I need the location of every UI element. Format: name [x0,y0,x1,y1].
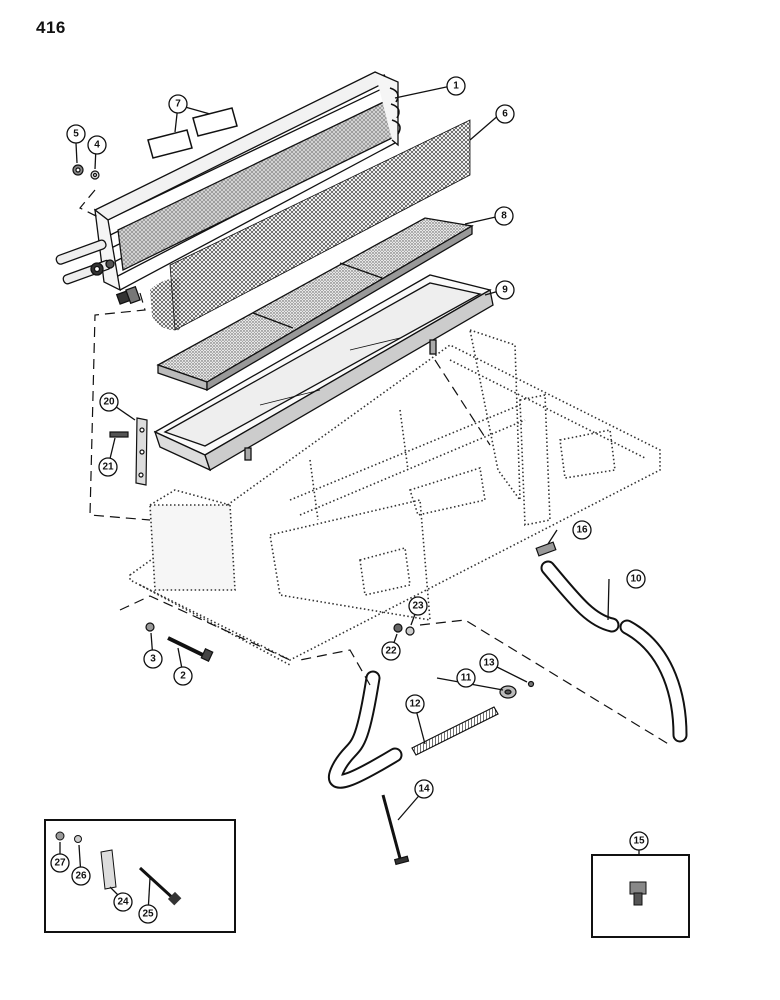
svg-text:22: 22 [385,646,397,657]
callout-5: 5 [66,124,86,144]
callout-9: 9 [495,280,515,300]
callout-10: 10 [626,569,646,589]
svg-text:20: 20 [103,397,115,408]
svg-text:15: 15 [633,836,645,847]
svg-text:10: 10 [630,574,642,585]
callout-11: 11 [456,668,476,688]
callout-8: 8 [494,206,514,226]
filter-panel [156,217,474,392]
callout-15: 15 [629,831,649,851]
callout-26: 26 [71,866,91,886]
svg-text:1: 1 [453,81,459,92]
inset-box-fitting [591,854,690,938]
svg-text:2: 2 [180,671,186,682]
page-number: 416 [36,18,66,37]
heater-hoses [328,560,688,789]
svg-text:6: 6 [502,109,508,120]
svg-text:26: 26 [75,871,87,882]
callout-3: 3 [143,649,163,669]
svg-text:7: 7 [175,99,181,110]
mounting-frame [129,328,661,666]
drain-pan [153,274,494,472]
callout-bubbles: 1 6 7 5 4 8 9 20 21 3 2 22 23 16 10 11 1… [50,76,649,924]
svg-text:3: 3 [150,654,156,665]
assembly-lines [79,189,671,746]
svg-text:13: 13 [483,658,495,669]
callout-23: 23 [408,596,428,616]
callout-7: 7 [168,94,188,114]
callout-14: 14 [414,779,434,799]
svg-text:8: 8 [501,211,507,222]
svg-text:5: 5 [73,129,79,140]
small-parts [72,107,557,866]
svg-text:9: 9 [502,285,508,296]
svg-text:4: 4 [94,140,100,151]
callout-20: 20 [99,392,119,412]
svg-text:16: 16 [576,525,588,536]
callout-2: 2 [173,666,193,686]
svg-text:25: 25 [142,909,154,920]
svg-text:27: 27 [54,858,66,869]
svg-text:14: 14 [418,784,430,795]
heater-hoses-inner [330,562,686,787]
callout-13: 13 [479,653,499,673]
callout-4: 4 [87,135,107,155]
callout-6: 6 [495,104,515,124]
svg-text:21: 21 [102,462,114,473]
heater-core [55,71,401,305]
callout-27: 27 [50,853,70,873]
svg-text:24: 24 [117,897,129,908]
mesh-screen [150,119,471,331]
callout-12: 12 [405,694,425,714]
callout-22: 22 [381,641,401,661]
svg-text:11: 11 [461,673,472,684]
callout-16: 16 [572,520,592,540]
callout-24: 24 [113,892,133,912]
callout-21: 21 [98,457,118,477]
callout-1: 1 [446,76,466,96]
svg-text:23: 23 [412,601,424,612]
callout-25: 25 [138,904,158,924]
svg-text:12: 12 [409,699,421,710]
